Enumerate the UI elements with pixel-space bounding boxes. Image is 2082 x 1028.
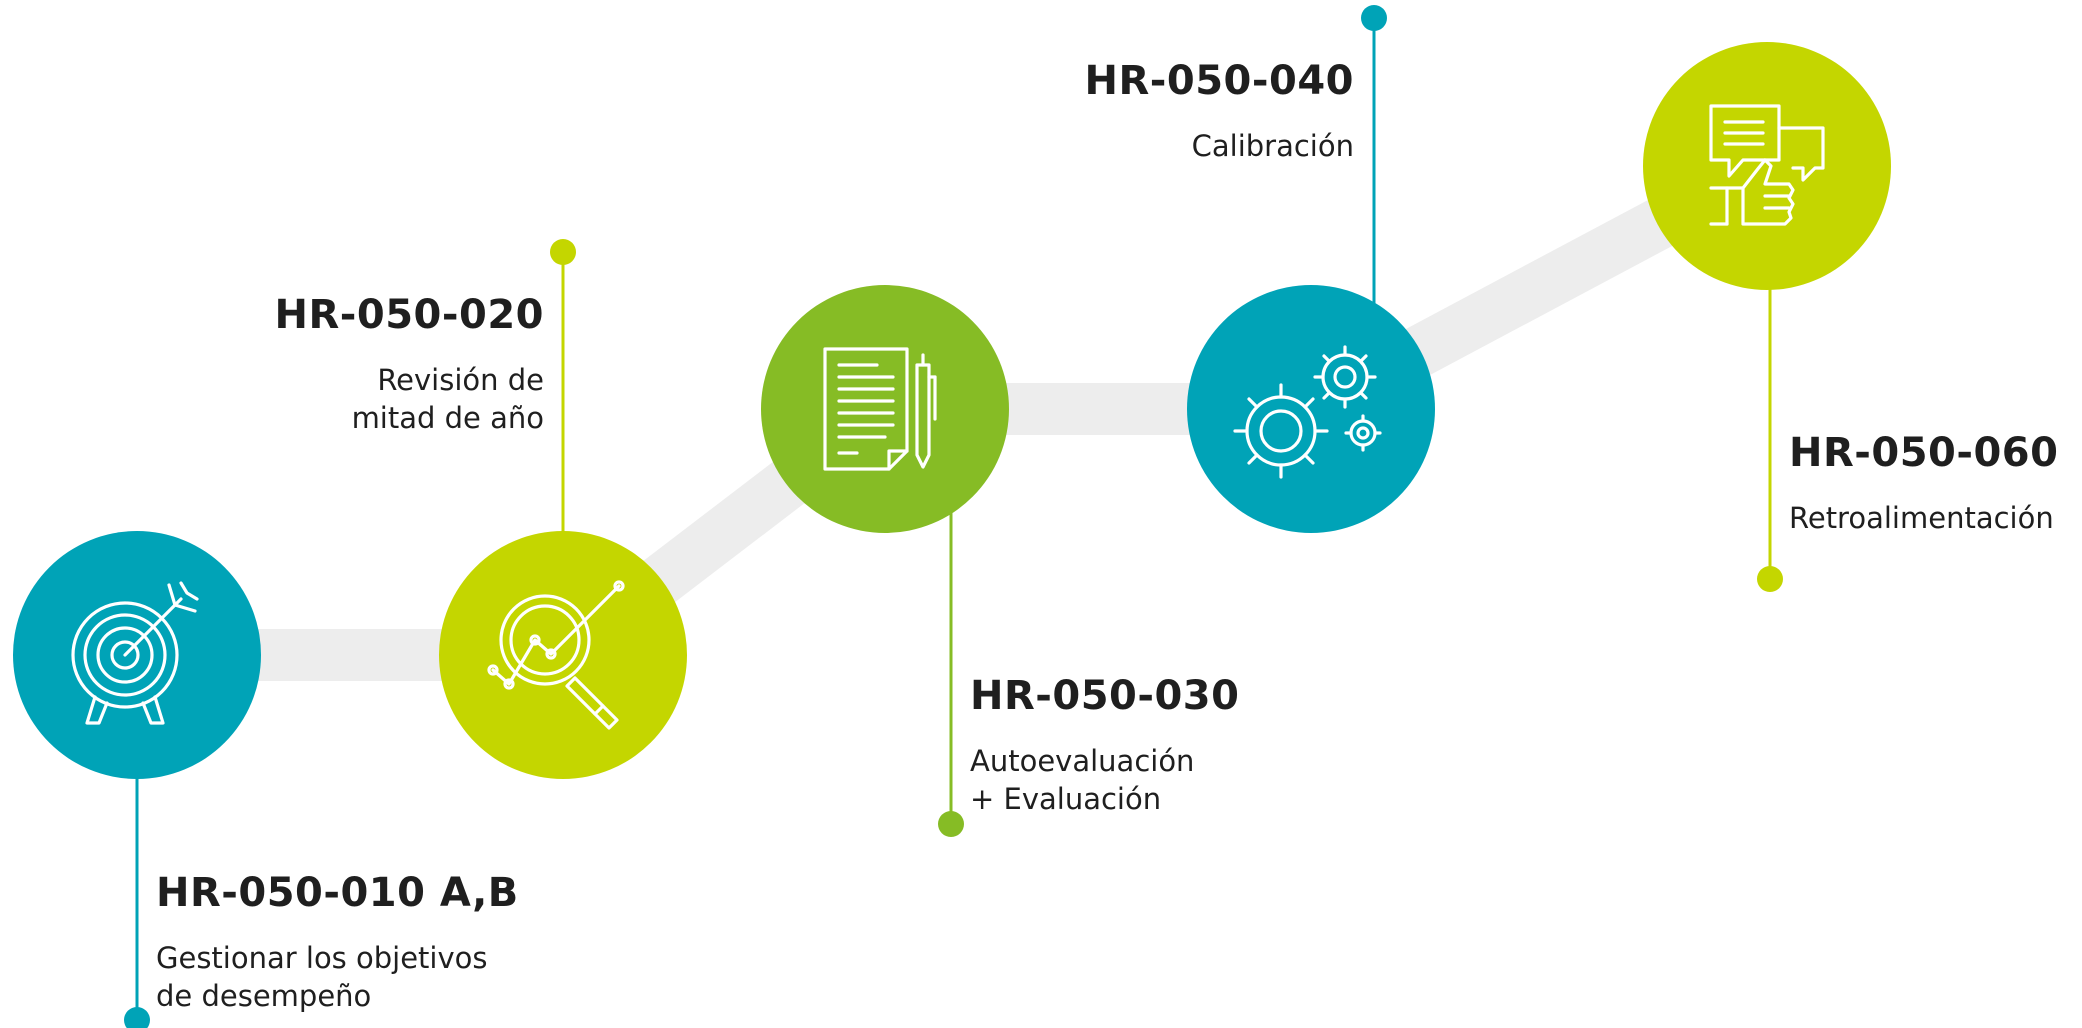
step-description: Gestionar los objetivos de desempeño <box>156 939 676 1015</box>
connector-step-3 <box>938 500 964 837</box>
step-description-line: Revisión de <box>377 363 544 397</box>
step-description: Revisión de mitad de año <box>140 361 544 437</box>
step-description-line: mitad de año <box>351 401 544 435</box>
speech-thumbsup-icon <box>1709 104 1825 226</box>
connector-step-2 <box>550 239 576 560</box>
step-description-line: Calibración <box>1191 129 1354 163</box>
step-code: HR-050-030 <box>970 673 1240 719</box>
step-description: Calibración <box>950 127 1354 165</box>
step-description-line: Gestionar los objetivos <box>156 941 488 975</box>
step-5-circle <box>1643 42 1891 290</box>
step-2-circle <box>439 531 687 779</box>
step-description-line: de desempeño <box>156 979 372 1013</box>
gears-icon <box>1233 345 1382 479</box>
connector-step-5 <box>1757 270 1783 592</box>
target-arrow-icon <box>71 581 199 725</box>
step-2-label: HR-050-020 Revisión de mitad de año <box>140 291 544 437</box>
connector-step-1 <box>124 750 150 1028</box>
step-4-circle <box>1187 285 1435 533</box>
step-3-label: HR-050-030 Autoevaluación + Evaluación <box>970 672 1390 818</box>
step-1-label: HR-050-010 A,B Gestionar los objetivos d… <box>156 869 676 1015</box>
step-5-label: HR-050-060 Retroalimentación <box>1789 429 2079 537</box>
step-code: HR-050-020 <box>274 292 544 338</box>
magnifier-chart-icon <box>487 580 625 730</box>
step-description-line: + Evaluación <box>970 782 1162 816</box>
step-code: HR-050-010 A,B <box>156 870 519 916</box>
step-code: HR-050-060 <box>1789 430 2059 476</box>
step-description: Retroalimentación <box>1789 499 2079 537</box>
step-4-label: HR-050-040 Calibración <box>950 57 1354 165</box>
step-description: Autoevaluación + Evaluación <box>970 742 1390 818</box>
connector-step-4 <box>1361 5 1387 310</box>
step-description-line: Autoevaluación <box>970 744 1195 778</box>
step-code: HR-050-040 <box>1084 58 1354 104</box>
document-pen-icon <box>823 347 937 471</box>
step-3-circle <box>761 285 1009 533</box>
step-description-line: Retroalimentación <box>1789 501 2054 535</box>
